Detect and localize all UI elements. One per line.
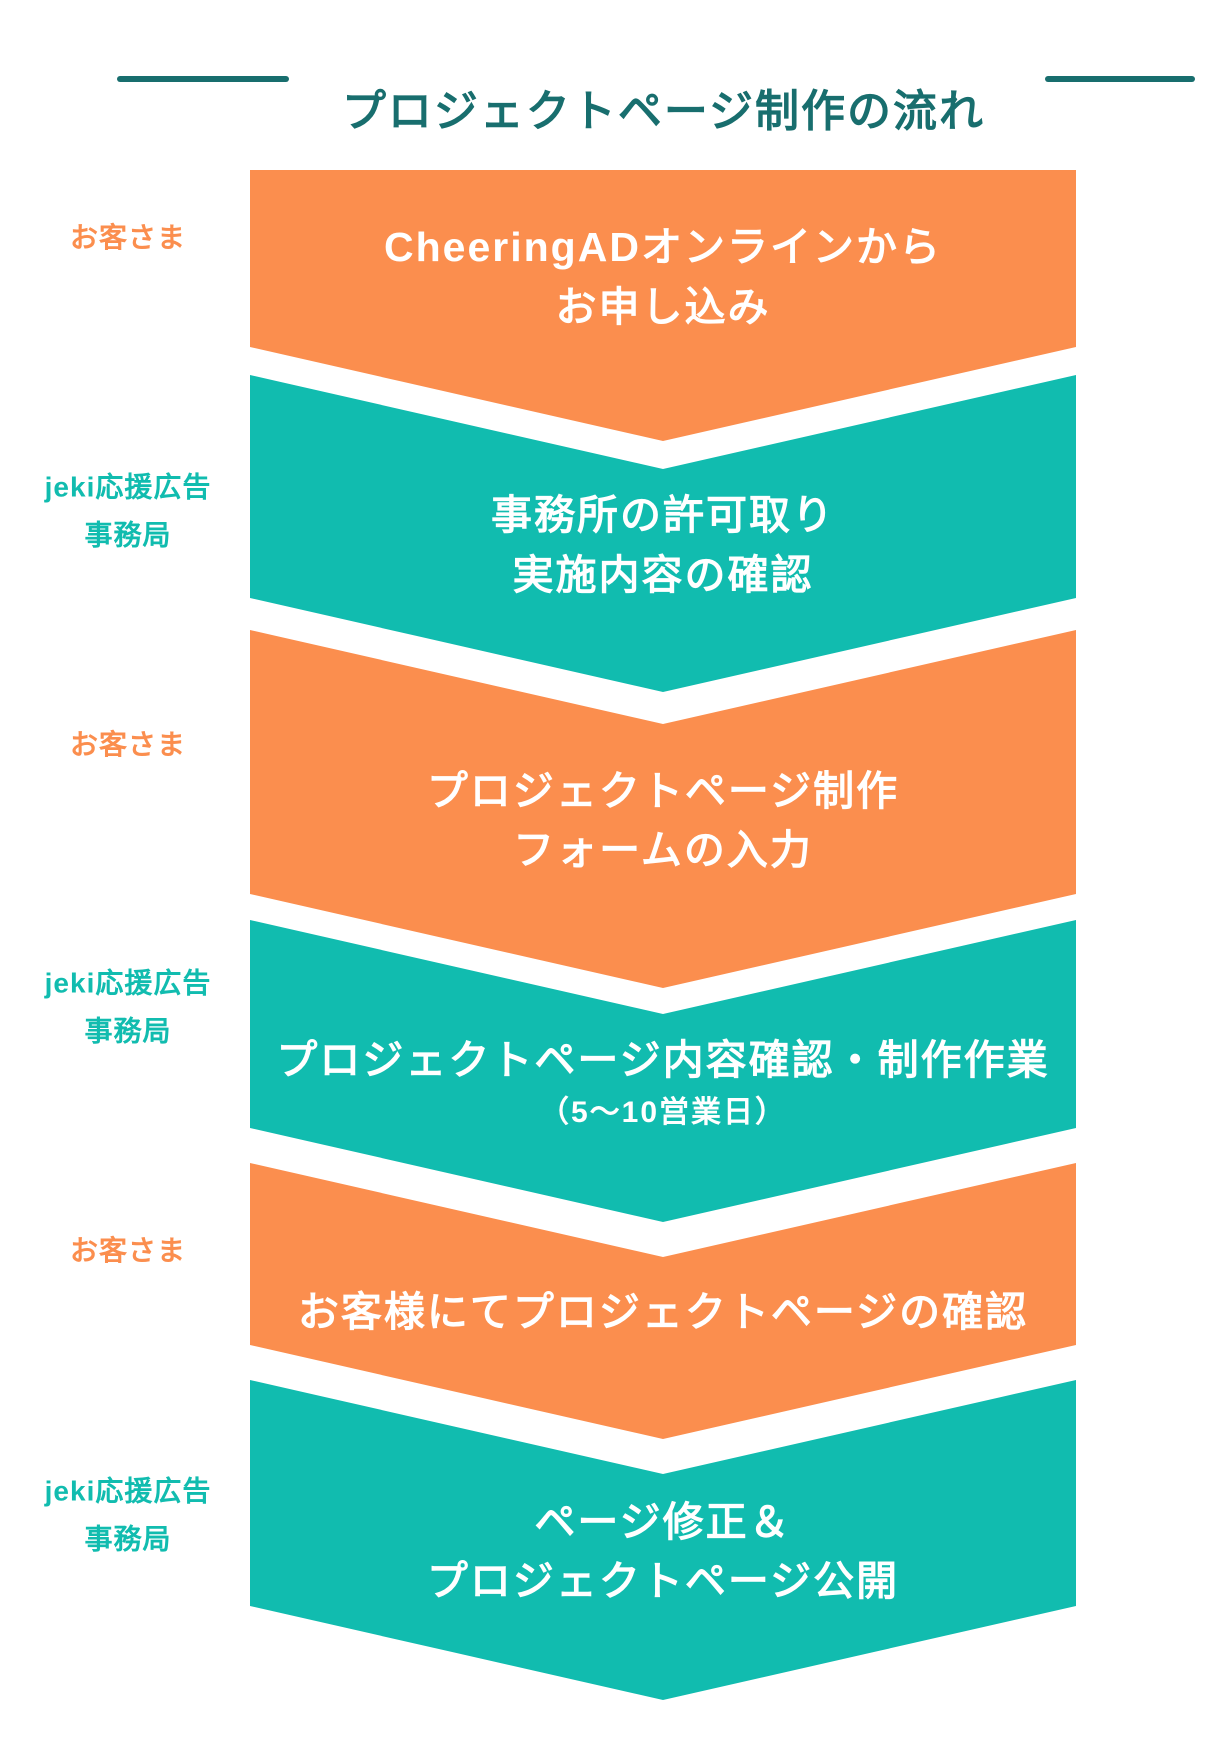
actor-label-text: jeki応援広告	[44, 1475, 212, 1507]
step-text-line: CheeringADオンラインから	[384, 224, 942, 271]
actor-label-text: jeki応援広告	[44, 471, 212, 503]
step-text-line: プロジェクトページ制作	[426, 767, 900, 814]
step-text-line-small: （5〜10営業日）	[538, 1096, 788, 1130]
step-text-line: ページ修正＆	[534, 1498, 792, 1545]
actor-label-jeki-1: jeki応援広告 事務局	[8, 463, 248, 558]
actor-label-customer-3: お客さま	[8, 1227, 248, 1275]
actor-label-customer-2: お客さま	[8, 721, 248, 769]
actor-label-text: 事務局	[84, 1015, 172, 1046]
step-text-line: フォームの入力	[513, 827, 813, 873]
step-text-line: 事務所の許可取り	[491, 492, 835, 539]
actor-label-text: 事務局	[84, 1523, 172, 1554]
step-text-line: プロジェクトページ公開	[426, 1558, 900, 1604]
step-text-line: 実施内容の確認	[512, 551, 814, 598]
actor-label-jeki-2: jeki応援広告 事務局	[8, 959, 248, 1054]
actor-label-customer-1: お客さま	[8, 214, 248, 262]
actor-label-text: jeki応援広告	[44, 967, 212, 999]
actor-label-jeki-3: jeki応援広告 事務局	[8, 1467, 248, 1562]
actor-label-text: 事務局	[84, 519, 172, 550]
page-title: プロジェクトページ制作の流れ	[341, 87, 986, 137]
title-line-right	[1045, 76, 1195, 82]
title-line-left	[117, 76, 289, 82]
actor-label-text: お客さま	[69, 222, 186, 254]
flow-step-apply-online: CheeringADオンラインから お申し込み	[250, 170, 1076, 441]
actor-label-text: お客さま	[69, 1235, 186, 1267]
actor-label-text: お客さま	[69, 729, 186, 761]
step-text-line: お客様にてプロジェクトページの確認	[297, 1289, 1029, 1336]
step-text-line: お申し込み	[555, 283, 771, 330]
step-text-line: プロジェクトページ内容確認・制作作業	[276, 1036, 1050, 1083]
